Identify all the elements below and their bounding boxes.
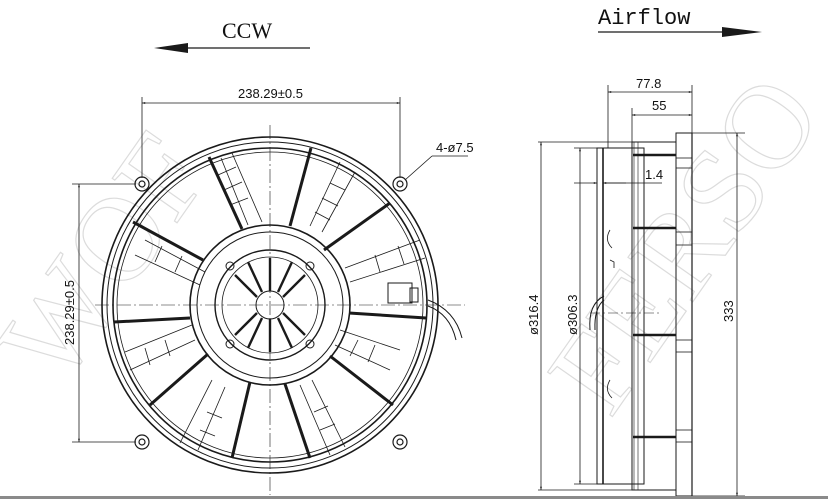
dim-inner-diameter: ø306.3 xyxy=(565,295,580,335)
dim-overall-height: 333 xyxy=(721,300,736,322)
airflow-label: Airflow xyxy=(598,6,690,31)
arrow-right-icon xyxy=(722,27,762,37)
dim-outer-diameter: ø316.4 xyxy=(526,295,541,335)
front-view xyxy=(95,125,465,495)
dim-horizontal-hole-spacing: 238.29±0.5 xyxy=(238,86,303,101)
bottom-divider xyxy=(0,496,828,499)
airflow-indicator: Airflow xyxy=(598,6,762,37)
mounting-hole-icon xyxy=(134,176,408,450)
front-dimensions xyxy=(72,97,468,443)
dim-clearance: 1.4 xyxy=(645,167,663,182)
side-view xyxy=(589,132,693,497)
dim-vertical-hole-spacing: 238.29±0.5 xyxy=(62,280,77,345)
rotation-indicator: CCW xyxy=(154,18,310,53)
svg-text:FERSO: FERSO xyxy=(522,53,828,435)
rotation-label: CCW xyxy=(222,18,272,43)
arrow-left-icon xyxy=(154,43,188,53)
dim-mounting-holes: 4-ø7.5 xyxy=(436,140,474,155)
dim-overall-depth: 77.8 xyxy=(636,76,661,91)
dim-shroud-depth: 55 xyxy=(652,98,666,113)
